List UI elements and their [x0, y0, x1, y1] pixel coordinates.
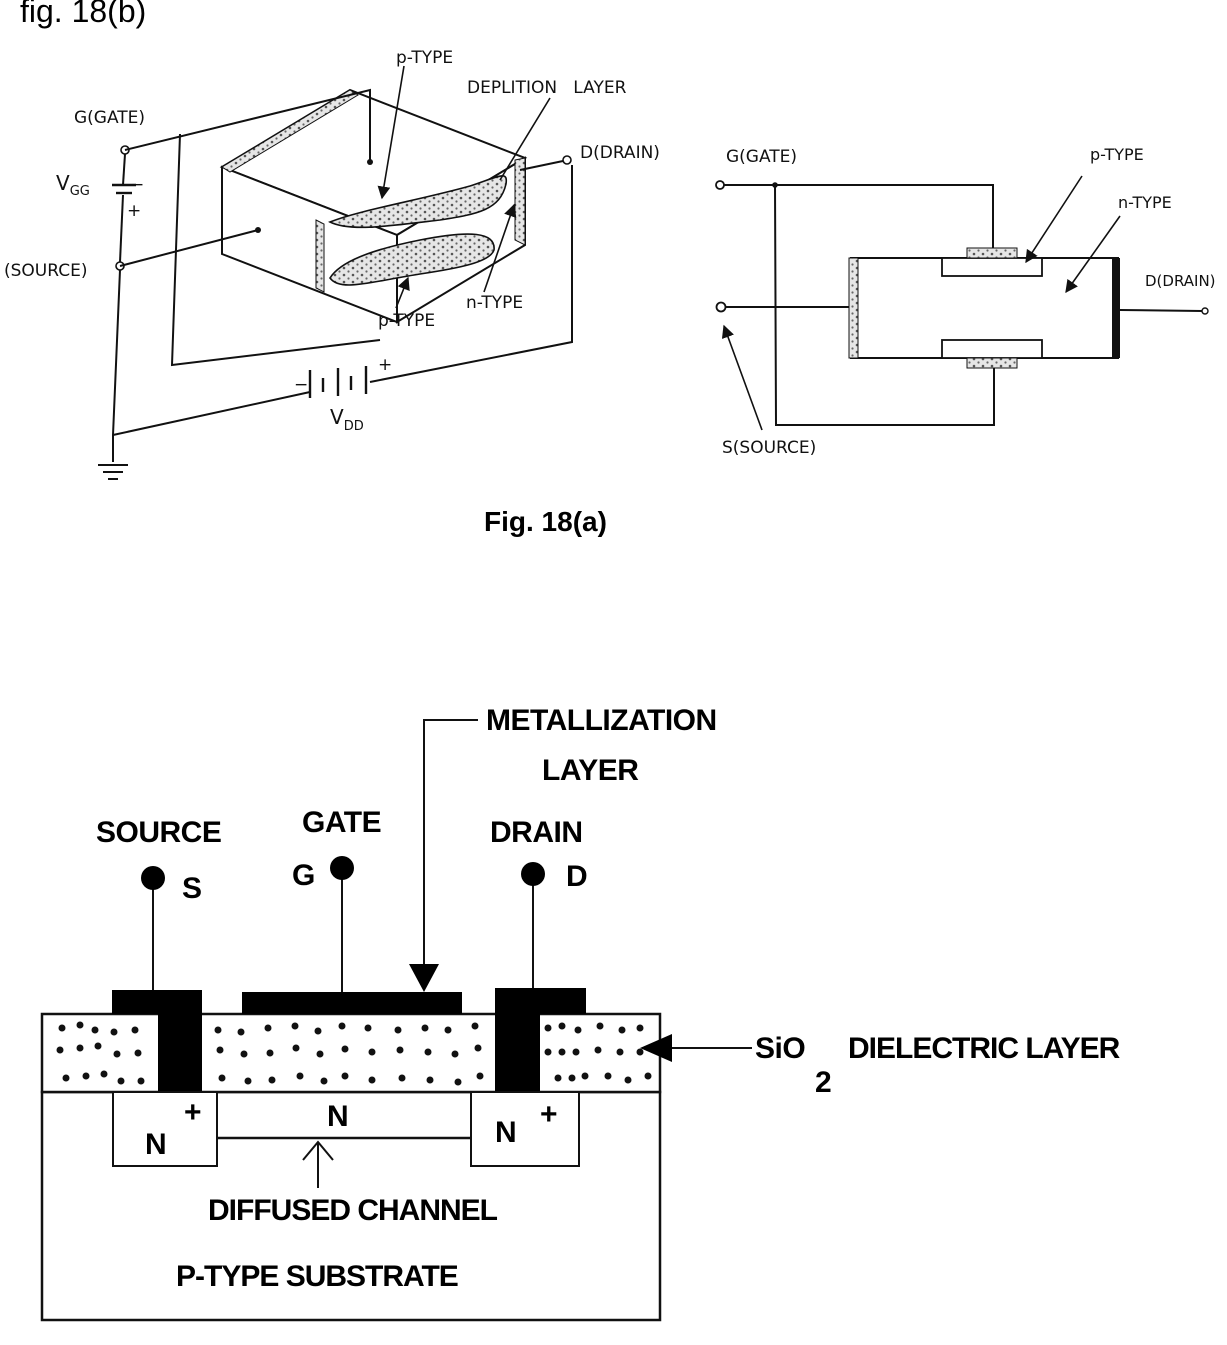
- label-diffused-channel: DIFFUSED CHANNEL: [208, 1194, 498, 1227]
- label-vdd-minus: −: [294, 375, 308, 395]
- fig-a-caption: Fig. 18(a): [484, 506, 607, 537]
- label-n-type: n-TYPE: [466, 293, 523, 313]
- source-wire: [119, 229, 259, 267]
- gate-loop-wire: [170, 133, 381, 367]
- label-drain-mosfet: DRAIN: [490, 816, 583, 849]
- channel-arrowhead: [302, 1140, 334, 1161]
- label-d: D: [566, 860, 587, 893]
- source-contact: [848, 257, 859, 359]
- jfet-2d-diagram: G(GATE) p-TYPE n-TYPE D(DRAIN) S(SOURCE): [715, 145, 1216, 458]
- source-leader-2d: [721, 324, 763, 431]
- label-n-channel: N: [327, 1100, 348, 1133]
- drain-wire: [519, 160, 564, 171]
- drain-terminal-dot: [521, 862, 545, 886]
- drain-wire-2d: [1119, 309, 1203, 312]
- p-type-region-lower: [329, 233, 495, 286]
- vdd-wire-right: [369, 165, 573, 383]
- label-vgg: VGG: [56, 171, 90, 199]
- metallization-arrowhead: [409, 964, 439, 992]
- metallization-leader: [423, 719, 478, 966]
- contact-edge-front: [315, 219, 325, 293]
- gate-contact-upper: [966, 247, 1018, 259]
- gate-wire-top-2d: [724, 184, 994, 248]
- label-drain: D(DRAIN): [580, 143, 660, 163]
- label-vdd-plus: +: [378, 355, 392, 375]
- n-plus-source-region: [112, 1091, 218, 1167]
- label-metallization-layer: LAYER: [542, 754, 639, 787]
- gate-wire-bottom-2d: [774, 184, 995, 426]
- label-sio-subscript: 2: [815, 1066, 831, 1099]
- label-gate-mosfet: GATE: [302, 806, 381, 839]
- label-n-right-plus: +: [540, 1098, 557, 1131]
- p-type-top-leader: [377, 65, 405, 200]
- label-g: G: [292, 859, 315, 892]
- label-vgg-minus: −: [130, 175, 144, 195]
- figure-header-label: fig. 18(b): [20, 0, 146, 29]
- gate-metallization: [242, 992, 462, 1014]
- p-type-region-upper: [328, 175, 508, 229]
- drain-metal-contact: [495, 988, 586, 1092]
- label-p-type-top: p-TYPE: [396, 48, 453, 68]
- source-metal-contact: [112, 990, 202, 1092]
- vgg-wire-bottom: [119, 194, 124, 263]
- drain-contact: [1112, 258, 1120, 358]
- label-source-2d: S(SOURCE): [722, 438, 816, 458]
- vgg-wire-top: [122, 153, 126, 186]
- source-terminal-dot: [141, 866, 165, 890]
- drain-terminal-2d: [1201, 307, 1209, 315]
- mosfet-cross-section: METALLIZATION LAYER SOURCE GATE DRAIN S …: [40, 704, 1122, 1322]
- n-type-leader-2d: [1065, 215, 1121, 294]
- vdd-wire-left: [112, 391, 311, 436]
- label-gate-2d: G(GATE): [726, 147, 797, 167]
- source-terminal-2d: [715, 301, 727, 313]
- p-type-bottom-leader: [395, 276, 410, 309]
- label-n-left: N: [145, 1128, 166, 1161]
- label-vdd: VDD: [330, 405, 364, 434]
- label-n-type-2d: n-TYPE: [1118, 193, 1172, 212]
- p-type-leader-2d: [1025, 175, 1083, 264]
- p-type-lower: [941, 339, 1043, 359]
- n-type-leader: [483, 203, 517, 293]
- label-vgg-plus: +: [127, 201, 141, 221]
- gate-terminal-dot: [330, 856, 354, 880]
- dielectric-arrowhead: [640, 1034, 672, 1062]
- label-p-type-2d: p-TYPE: [1090, 145, 1144, 164]
- gate-wire: [124, 88, 371, 160]
- label-metallization: METALLIZATION: [486, 704, 717, 737]
- label-gate: G(GATE): [74, 108, 145, 128]
- label-n-left-plus: +: [184, 1096, 201, 1129]
- label-source: (SOURCE): [4, 261, 87, 281]
- label-s: S: [182, 872, 202, 905]
- depletion-leader: [499, 97, 551, 181]
- label-n-right: N: [495, 1116, 516, 1149]
- n-plus-drain-region: [470, 1091, 580, 1167]
- label-drain-2d: D(DRAIN): [1145, 272, 1216, 290]
- label-sio: SiO: [755, 1032, 805, 1065]
- drain-terminal: [562, 155, 572, 165]
- label-p-type-substrate: P-TYPE SUBSTRATE: [176, 1260, 458, 1293]
- dielectric-dots: [56, 1021, 652, 1086]
- label-p-type-bottom: p-TYPE: [378, 311, 435, 331]
- gate-contact-lower: [966, 357, 1018, 369]
- label-dielectric-layer: DIELECTRIC LAYER: [848, 1032, 1121, 1065]
- label-source-mosfet: SOURCE: [96, 816, 221, 849]
- jfet-3d-diagram: p-TYPE DEPLITION LAYER G(GATE) D(DRAIN) …: [4, 48, 660, 480]
- gate-terminal-2d: [715, 180, 725, 190]
- contact-edge-side: [514, 157, 526, 246]
- label-depletion-layer: DEPLITION LAYER: [467, 78, 627, 98]
- contact-edge-top: [221, 89, 359, 173]
